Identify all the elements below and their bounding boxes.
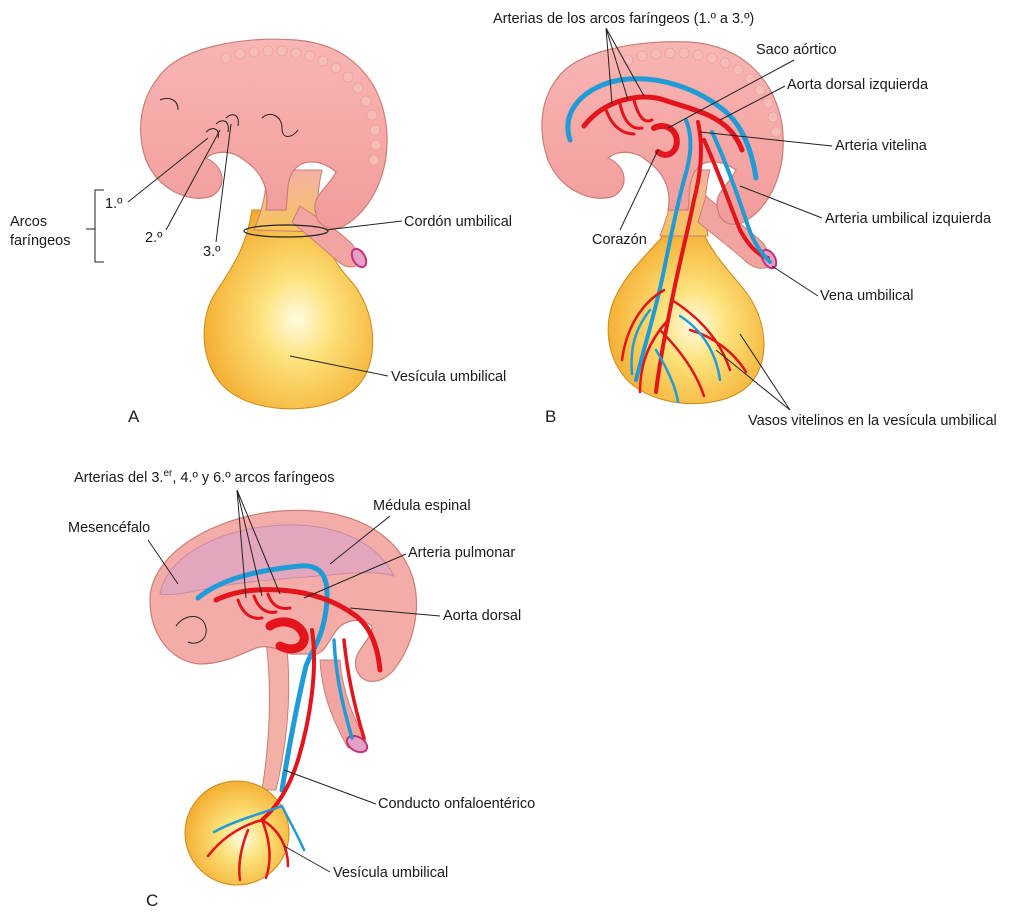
panel-b-embryo-body	[542, 42, 783, 225]
panel-c-conducto-leader	[284, 770, 376, 804]
panel-b-vena-label: Vena umbilical	[820, 288, 914, 304]
panel-c-arterias-label-part2: , 4.º y 6.º arcos faríngeos	[172, 470, 334, 486]
panel-a-arcos-label-line2: faríngeos	[10, 233, 70, 249]
panel-c-arterias-label-part1: Arterias del 3.	[74, 470, 163, 486]
panel-c-vesicula-label: Vesícula umbilical	[333, 865, 448, 881]
panel-b: Arterias de los arcos faríngeos (1.º a 3…	[493, 11, 997, 429]
panel-c-conducto-label: Conducto onfaloentérico	[378, 796, 535, 812]
panel-b-corazon-label: Corazón	[592, 232, 647, 248]
panel-a-vesicula-label: Vesícula umbilical	[391, 369, 506, 385]
panel-a-arch3-label: 3.º	[203, 244, 221, 260]
panel-c-aorta-label: Aorta dorsal	[443, 608, 521, 624]
panel-c-pulmonar-label: Arteria pulmonar	[408, 545, 515, 561]
panel-a: Arcos faríngeos 1.º 2.º 3.º Cordón umbil…	[10, 39, 512, 426]
panel-c-medula-label: Médula espinal	[373, 498, 471, 514]
panel-a-letter: A	[128, 407, 140, 426]
panel-a-arch1-label: 1.º	[105, 196, 123, 212]
panel-b-letter: B	[545, 407, 556, 426]
panel-c: Arterias del 3.er, 4.º y 6.º arcos farín…	[68, 468, 535, 910]
panel-b-aorta-label: Aorta dorsal izquierda	[787, 77, 929, 93]
panel-b-vena-leader	[772, 266, 818, 296]
panel-c-vesicula-leader	[284, 846, 330, 872]
panel-b-arterias-label: Arterias de los arcos faríngeos (1.º a 3…	[493, 11, 754, 27]
panel-c-arterias-label: Arterias del 3.er, 4.º y 6.º arcos farín…	[74, 468, 335, 486]
panel-a-arcos-label-line1: Arcos	[10, 214, 47, 230]
panel-b-umbilical-izq-label: Arteria umbilical izquierda	[825, 211, 992, 227]
panel-b-corazon-leader	[620, 150, 658, 230]
panel-a-arcos-bracket	[86, 190, 104, 262]
panel-c-letter: C	[146, 891, 158, 910]
panel-a-arch2-label: 2.º	[145, 230, 163, 246]
panel-c-yolk-sac	[185, 781, 289, 885]
panel-b-vitelina-label: Arteria vitelina	[835, 138, 928, 154]
panel-b-vasos-label: Vasos vitelinos en la vesícula umbilical	[748, 413, 997, 429]
panel-a-cordon-label: Cordón umbilical	[404, 214, 512, 230]
panel-c-mesencefalo-label: Mesencéfalo	[68, 520, 150, 536]
panel-b-saco-label: Saco aórtico	[756, 42, 837, 58]
